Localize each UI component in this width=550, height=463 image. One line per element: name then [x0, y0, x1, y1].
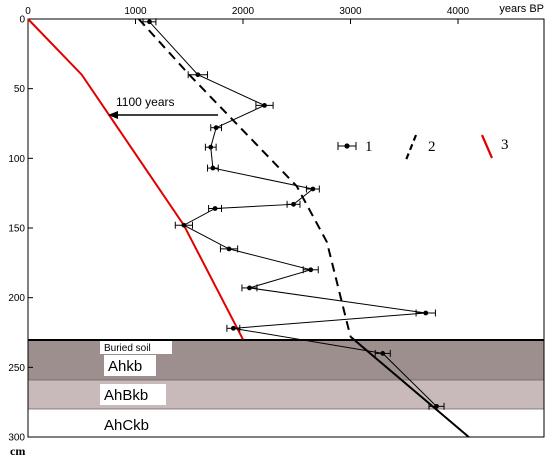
y-tick-label: 50 — [14, 84, 26, 95]
x-tick-label: 2000 — [232, 6, 255, 17]
y-axis: 0 50 100 150 200 250 300 — [8, 15, 33, 444]
legend-2-swatch — [404, 134, 418, 161]
y-tick-label: 300 — [8, 433, 25, 444]
data-point — [423, 310, 429, 316]
data-point — [291, 201, 296, 207]
data-point — [380, 351, 386, 356]
series-3-line — [27, 18, 244, 340]
horizon-ahkb-label-bg — [104, 355, 156, 376]
age-offset-arrowhead — [108, 111, 118, 119]
x-axis-label: years BP — [499, 3, 544, 15]
series-solid-extension — [349, 335, 470, 438]
legend-3-swatch — [480, 134, 494, 159]
data-point — [308, 267, 314, 273]
legend-3-label: 3 — [501, 137, 509, 153]
data-point — [230, 325, 236, 331]
series-lines — [27, 18, 470, 438]
x-axis: 0 1000 2000 3000 4000 — [25, 6, 470, 24]
buried-soil-label-bg — [100, 341, 172, 354]
data-point — [195, 72, 201, 78]
data-point — [181, 222, 187, 228]
y-tick-label: 0 — [19, 15, 25, 26]
age-offset-label: 1100 years — [116, 95, 174, 109]
data-point — [247, 285, 252, 291]
x-tick-label: 0 — [25, 6, 31, 17]
data-point — [147, 19, 152, 25]
data-point — [210, 165, 216, 171]
y-tick-label: 100 — [8, 154, 25, 165]
y-axis-label: cm — [10, 444, 25, 458]
x-tick-label: 4000 — [447, 6, 470, 17]
horizon-ahkb-label: Ahkb — [108, 358, 142, 375]
legend: 1 2 3 — [337, 134, 509, 161]
data-point — [212, 206, 218, 211]
series-1-points — [142, 18, 445, 410]
horizon-ahbkb-label-bg — [100, 384, 166, 405]
series-2-line — [137, 18, 352, 337]
data-point — [310, 186, 316, 192]
data-point — [262, 102, 267, 108]
horizon-ahbkb-label: AhBkb — [104, 387, 148, 404]
x-tick-label: 1000 — [124, 6, 147, 17]
data-point — [226, 246, 232, 252]
x-tick-label: 3000 — [339, 6, 362, 17]
data-point — [434, 403, 439, 409]
buried-soil-label: Buried soil — [104, 343, 151, 354]
legend-2-label: 2 — [428, 139, 436, 155]
legend-1-marker — [344, 143, 350, 149]
legend-1-label: 1 — [365, 139, 373, 155]
y-tick-label: 250 — [8, 363, 25, 374]
data-point — [213, 125, 219, 131]
data-point — [208, 144, 214, 150]
horizon-ahckb-label: AhCkb — [104, 417, 149, 434]
y-tick-label: 200 — [8, 293, 25, 304]
y-tick-label: 150 — [8, 224, 25, 235]
